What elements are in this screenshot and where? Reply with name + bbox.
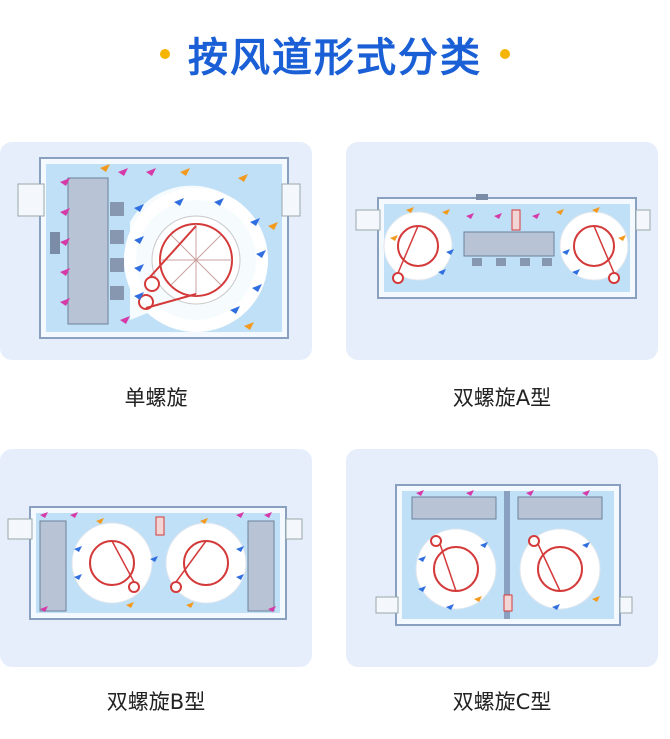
caption-double-spiral-b: 双螺旋B型 bbox=[106, 690, 206, 714]
caption-single-spiral: 单螺旋 bbox=[124, 386, 188, 410]
page-title: 按风道形式分类 bbox=[188, 35, 482, 81]
double-spiral-a-diagram bbox=[355, 194, 651, 299]
card-double-spiral-a bbox=[346, 142, 658, 360]
right-dot-icon bbox=[500, 49, 510, 59]
caption-double-spiral-a: 双螺旋A型 bbox=[452, 386, 552, 410]
double-spiral-b-diagram bbox=[7, 506, 303, 620]
card-double-spiral-b bbox=[0, 449, 312, 667]
single-spiral-diagram bbox=[17, 157, 301, 339]
card-double-spiral-c bbox=[346, 449, 658, 667]
left-dot-icon bbox=[160, 49, 170, 59]
heading: 按风道形式分类 bbox=[0, 22, 670, 86]
card-single-spiral bbox=[0, 142, 312, 360]
caption-double-spiral-c: 双螺旋C型 bbox=[452, 690, 552, 714]
double-spiral-c-diagram bbox=[375, 484, 633, 626]
